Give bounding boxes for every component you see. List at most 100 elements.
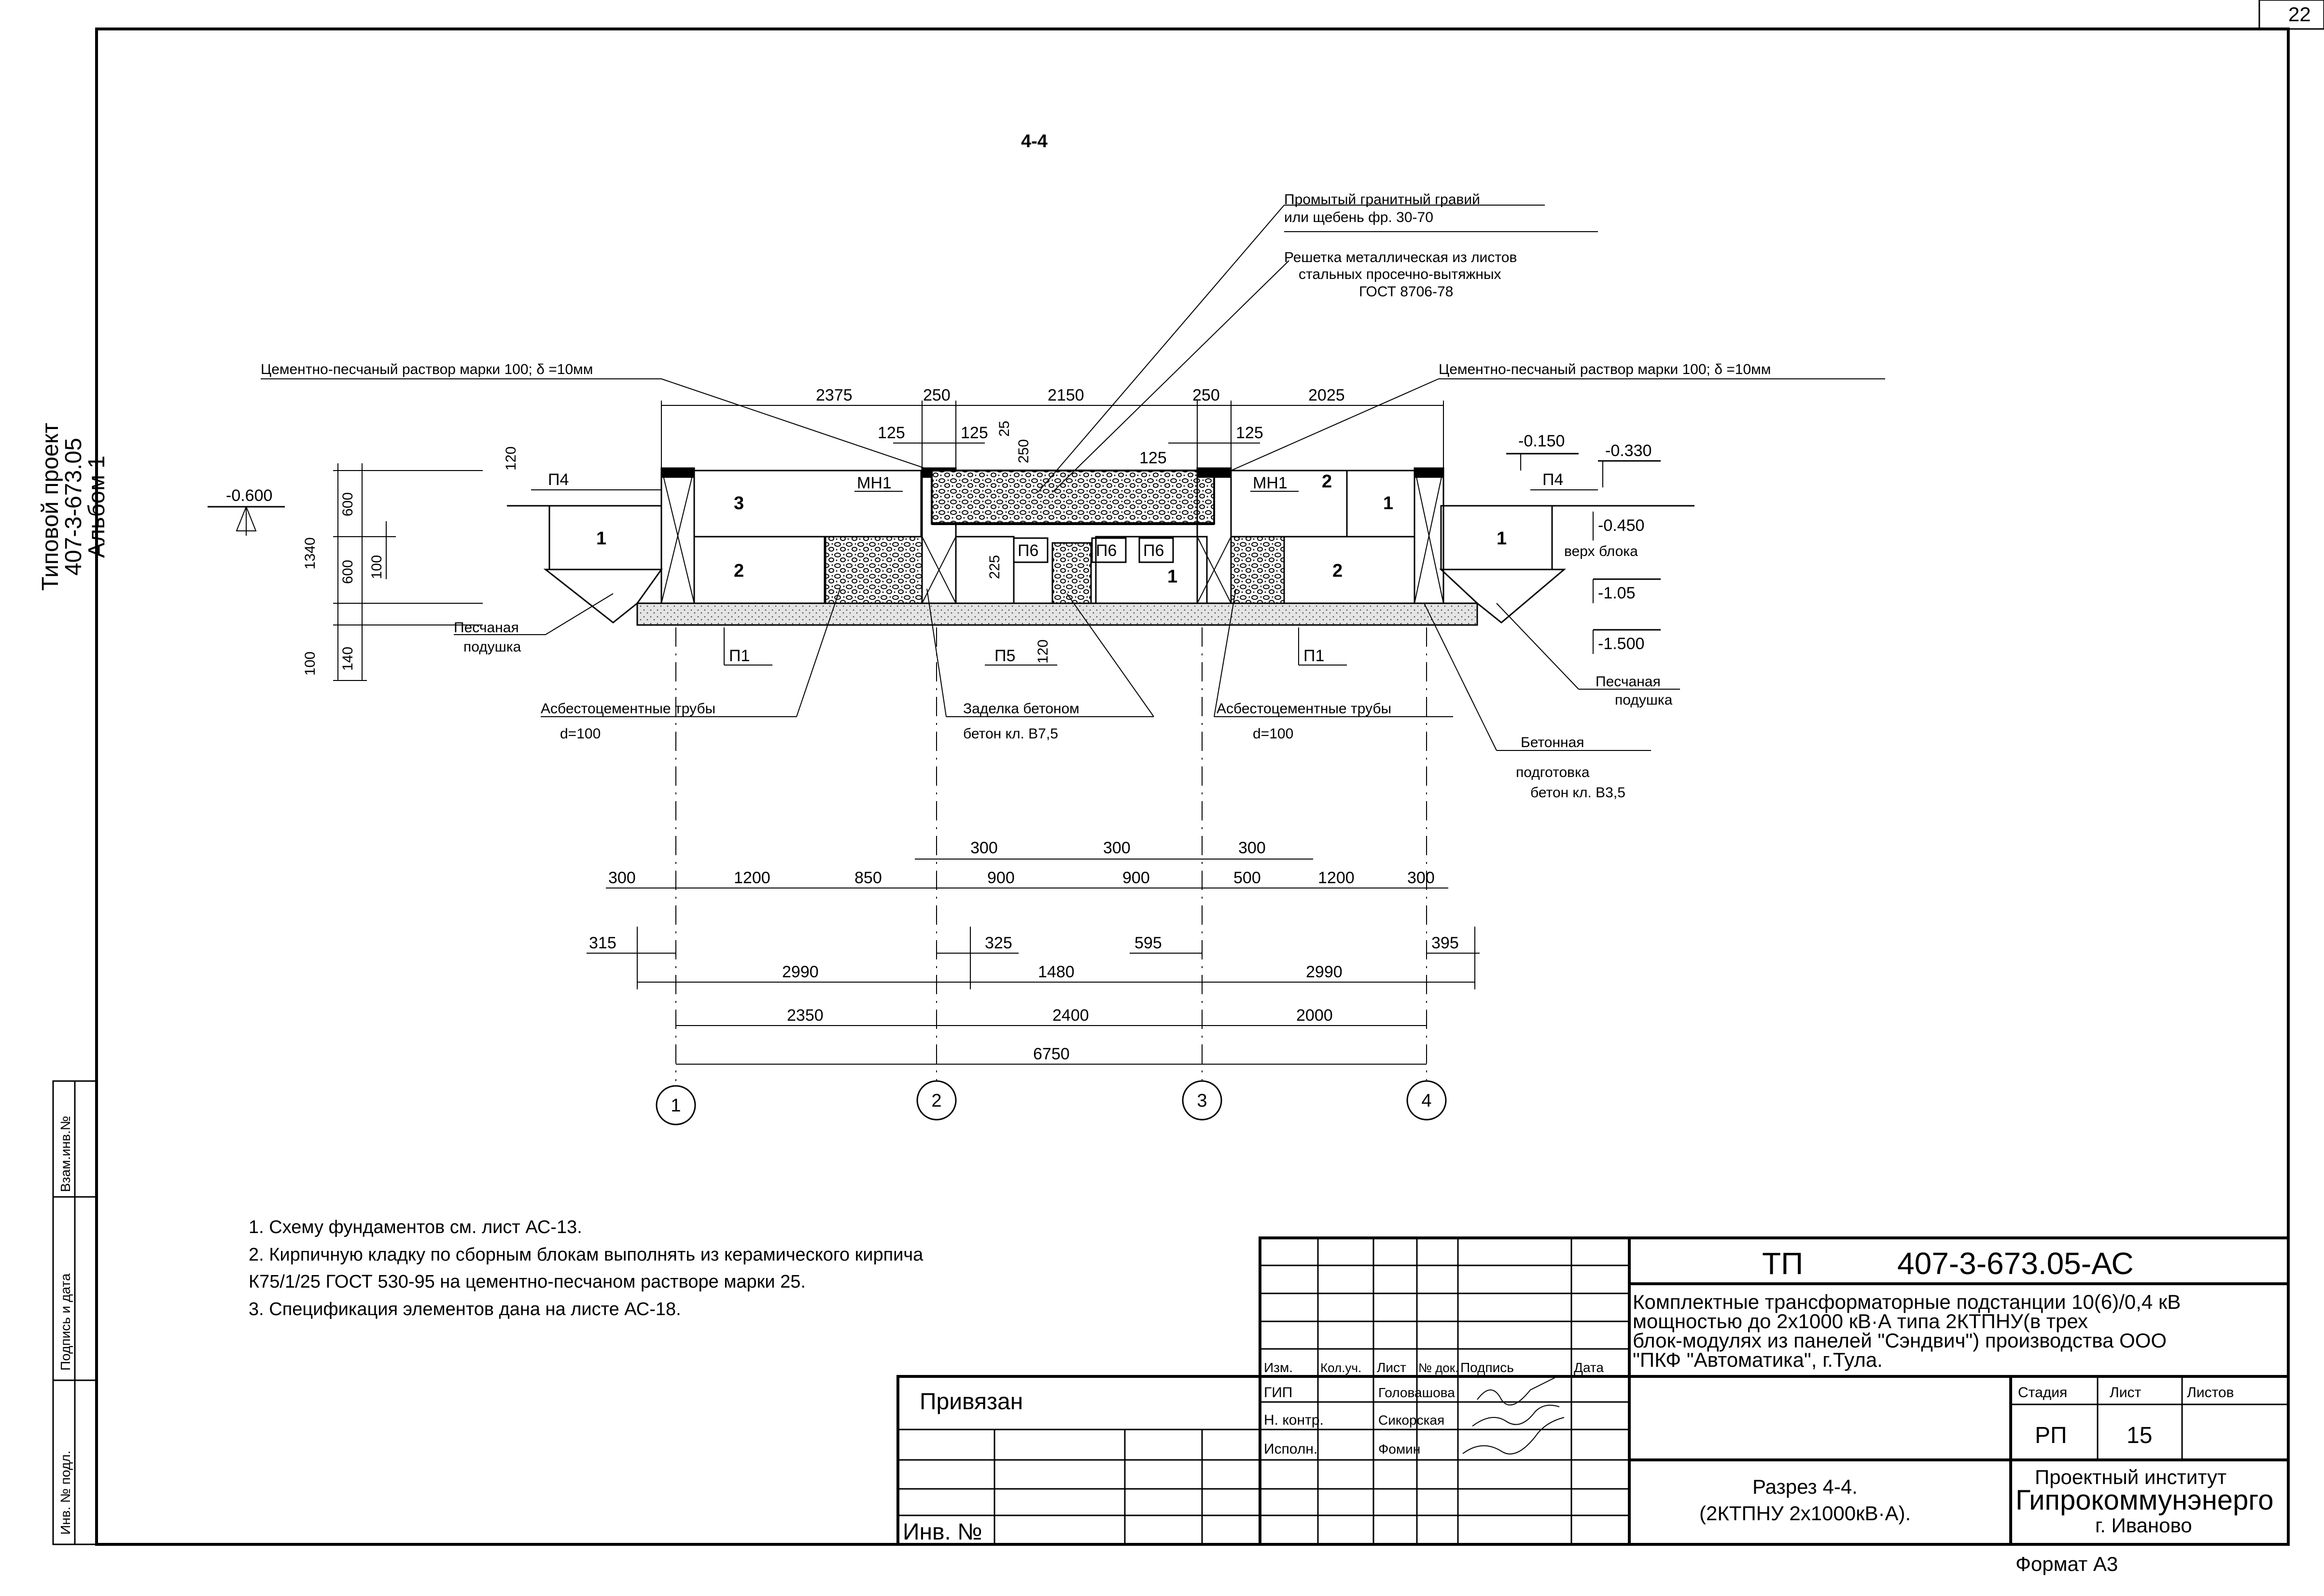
dim-120-b: 120 [1035, 639, 1051, 664]
dim-r1-0: 300 [608, 869, 636, 887]
dim-125-b: 125 [961, 424, 988, 442]
mark-p1-left: П1 [729, 647, 750, 665]
callout-concrete-fill-1: Заделка бетоном [963, 701, 1079, 717]
tb-role-2: Исполн. [1264, 1441, 1317, 1457]
callout-concrete-fill-2: бетон кл. В7,5 [963, 726, 1058, 742]
dim-r3-1: 1480 [1038, 963, 1075, 981]
level-0450: -0.450 [1598, 516, 1644, 535]
tb-desc-2: блок-модулях из панелей "Сэндвич") произ… [1633, 1329, 2167, 1352]
dimension-chains: 300 300 300 300 1200 850 900 900 500 120… [587, 839, 1480, 1065]
block-2-a: 2 [734, 561, 744, 581]
tb-doc-number: 407-3-673.05-АС [1897, 1246, 2134, 1281]
dim-1340: 1340 [302, 537, 318, 569]
level-0150: -0.150 [1518, 432, 1565, 450]
callout-pipes-left-1: Асбестоцементные трубы [541, 701, 715, 717]
tb-col-kol: Кол.уч. [1320, 1360, 1361, 1375]
note-3: К75/1/25 ГОСТ 530-95 на цементно-песчано… [249, 1272, 806, 1292]
tb-col-list: Лист [1377, 1360, 1406, 1375]
callout-sand-left-1: Песчаная [454, 620, 519, 636]
axis-3: 3 [1197, 1091, 1207, 1111]
section-drawing: 2375 250 2150 250 2025 125 125 25 250 12… [208, 192, 1885, 1081]
tb-sheets-label: Листов [2187, 1385, 2234, 1401]
pipes-left [825, 536, 923, 604]
dim-2150: 2150 [1048, 386, 1084, 404]
dim-600-a: 600 [340, 492, 356, 516]
dim-r1-3: 900 [987, 869, 1015, 887]
mark-mn1-left: МН1 [857, 474, 892, 492]
tb-sheet-label: Лист [2110, 1385, 2141, 1401]
tb-name-2: Фомин [1378, 1442, 1420, 1457]
dim-r1-5: 500 [1233, 869, 1261, 887]
stamp-col-inv: Инв. № подл. [58, 1451, 73, 1535]
side-label-line2: 407-3-673.05 [61, 438, 86, 576]
tb-desc-1: мощностью до 2х1000 кВ·А типа 2КТПНУ(в т… [1633, 1310, 2088, 1332]
tb-name-0: Головашова [1378, 1385, 1455, 1400]
stamp-col-sign: Подпись и дата [58, 1273, 73, 1371]
mark-p4-right: П4 [1542, 471, 1563, 489]
notes: 1. Схему фундаментов см. лист АС-13. 2. … [249, 1217, 924, 1319]
stamp-col-replace: Взам.инв.№ [58, 1116, 73, 1192]
dim-r2-1: 325 [985, 934, 1012, 952]
block-1-d: 1 [1497, 528, 1507, 549]
tb-bound: Привязан [920, 1389, 1023, 1415]
dim-120: 120 [503, 446, 519, 471]
callout-pipes-right-2: d=100 [1253, 726, 1293, 742]
callout-sand-left-2: подушка [463, 639, 521, 655]
callout-gravel-1: Промытый гранитный гравий [1284, 192, 1480, 208]
callout-mortar-right: Цементно-песчаный раствор марки 100; δ =… [1439, 361, 1771, 377]
page-number-box [2258, 0, 2324, 30]
level-1500: -1.500 [1598, 635, 1644, 653]
signature-2 [1472, 1404, 1560, 1427]
callout-concrete-base-1: Бетонная [1521, 735, 1584, 750]
callout-grid-1: Решетка металлическая из листов [1284, 250, 1517, 265]
tb-desc-3: "ПКФ "Автоматика", г.Тула. [1633, 1348, 1883, 1371]
dim-125-a: 125 [878, 424, 905, 442]
level-0330: -0.330 [1605, 442, 1652, 460]
level-105: -1.05 [1598, 584, 1636, 602]
dim-r1-300-c: 300 [1238, 839, 1266, 857]
tb-drawing-name-2: (2КТПНУ 2х1000кВ·А). [1699, 1502, 1911, 1525]
signature-1 [1477, 1375, 1560, 1406]
block-3: 3 [734, 493, 744, 513]
dim-125-c: 125 [1139, 449, 1167, 467]
tb-role-0: ГИП [1264, 1385, 1292, 1401]
dim-250-a: 250 [923, 386, 951, 404]
tb-col-doc: № док. [1418, 1360, 1458, 1375]
dim-r3-2: 2990 [1306, 963, 1343, 981]
block-2-b: 2 [1322, 472, 1332, 492]
section-title: 4-4 [1021, 131, 1048, 152]
axis-4: 4 [1421, 1091, 1431, 1111]
callout-grid-2: стальных просечно-вытяжных [1299, 266, 1501, 282]
dim-r1-300-a: 300 [970, 839, 998, 857]
tb-sheet: 15 [2127, 1423, 2152, 1448]
dim-140: 140 [340, 647, 356, 671]
level-top-block: верх блока [1564, 543, 1638, 559]
note-2: 2. Кирпичную кладку по сборным блокам вы… [249, 1245, 924, 1265]
dim-r1-1: 1200 [734, 869, 770, 887]
dim-r5: 6750 [1033, 1045, 1070, 1063]
dim-r4-2: 2000 [1296, 1006, 1333, 1025]
tb-name-1: Сикорская [1378, 1413, 1444, 1428]
callout-gravel-2: или щебень фр. 30-70 [1284, 209, 1433, 225]
callout-grid-3: ГОСТ 8706-78 [1359, 284, 1453, 300]
tb-col-izm: Изм. [1264, 1360, 1293, 1375]
note-4: 3. Спецификация элементов дана на листе … [249, 1299, 681, 1319]
level-0600: -0.600 [226, 486, 272, 505]
tb-col-sign: Подпись [1460, 1360, 1514, 1375]
concrete-base [636, 602, 1478, 626]
page-number: 22 [2288, 3, 2311, 26]
axis-1: 1 [671, 1096, 681, 1116]
dim-600-b: 600 [340, 560, 356, 584]
callout-mortar-left: Цементно-песчаный раствор марки 100; δ =… [261, 361, 593, 377]
dim-2025: 2025 [1308, 386, 1345, 404]
dim-r4-0: 2350 [787, 1006, 824, 1025]
axis-2: 2 [931, 1091, 941, 1111]
callout-concrete-base-3: бетон кл. В3,5 [1530, 785, 1625, 801]
tb-col-date: Дата [1574, 1360, 1604, 1375]
mark-p6-c: П6 [1143, 541, 1164, 560]
dim-225: 225 [987, 555, 1003, 579]
tb-stage-label: Стадия [2018, 1385, 2067, 1401]
dim-r1-6: 1200 [1318, 869, 1355, 887]
tb-org-1: Проектный институт [2035, 1466, 2226, 1488]
